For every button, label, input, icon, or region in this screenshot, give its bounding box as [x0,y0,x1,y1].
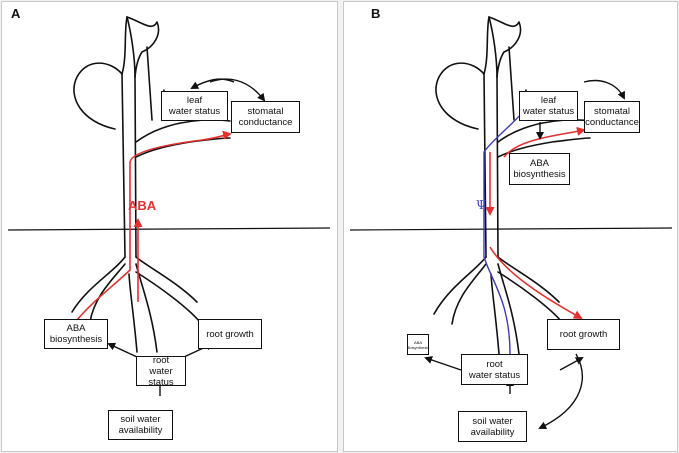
panel-label-a: A [11,6,21,21]
panel-label-b: B [371,6,381,21]
soil-water-availability-box: soil water availability [458,411,527,442]
leaf-water-status-box: leaf water status [161,91,228,121]
soil-water-availability-box: soil water availability [108,410,173,440]
soil-line [7,227,331,231]
root-growth-box: root growth [547,319,620,350]
plant-diagram-a [7,16,331,396]
aba-biosynthesis-box: ABA biosynthesis [509,153,570,185]
root-growth-box: root growth [198,319,262,349]
aba-flow-arrows [76,130,232,321]
stomatal-conductance-box: stomatal conductance [584,101,640,133]
root-water-status-box: root water status [461,354,528,385]
leaf-water-status-box: leaf water status [519,91,578,121]
soil-line [349,227,673,231]
water-potential-label: Ψ [476,198,487,212]
stomatal-conductance-box: stomatal conductance [231,101,300,133]
aba-biosynthesis-box: ABA biosynthesis [44,319,108,349]
aba-signal-label: ABA [128,198,157,213]
plant-outline [433,16,591,355]
panel-b: B [343,1,678,452]
water-potential-path [483,93,537,355]
root-water-status-box: root water status [136,355,186,388]
aba-biosynthesis-small-box: ABA Biosynthesis [407,334,429,355]
relationship-arrows [424,79,625,430]
plant-diagram-b [349,16,673,430]
panel-a: A [1,1,338,452]
